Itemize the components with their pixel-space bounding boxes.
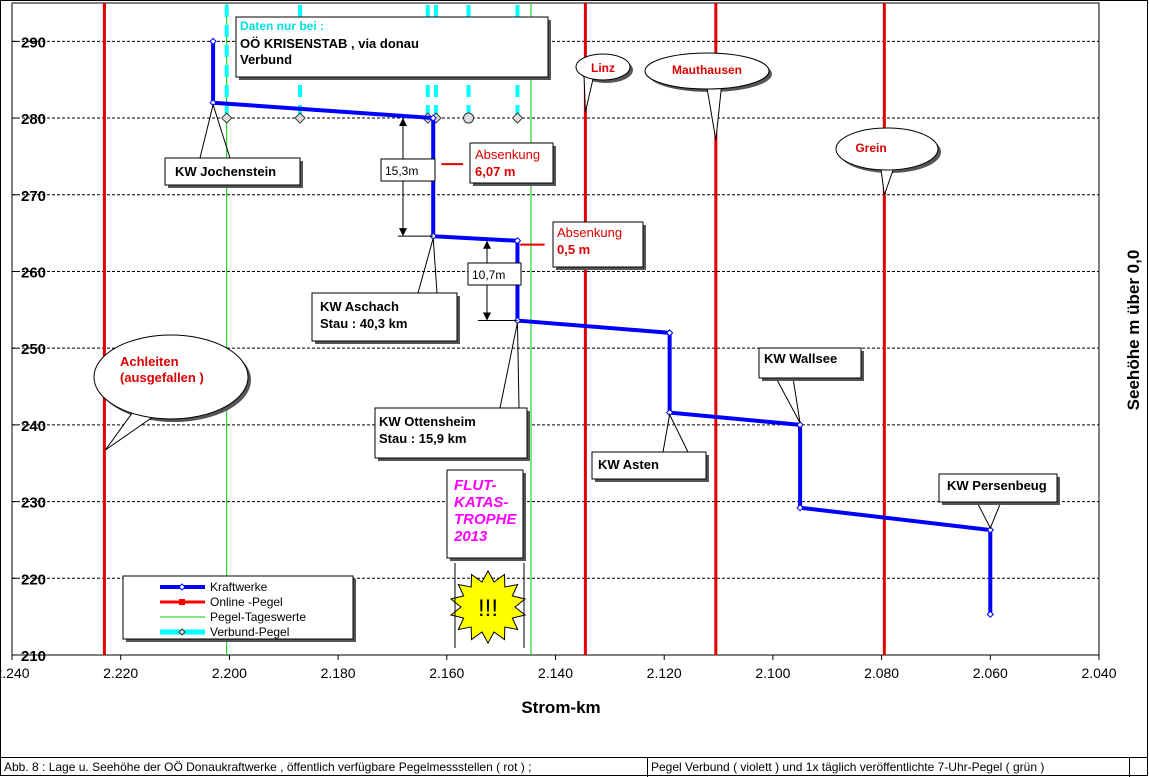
y-tick-label: 280 (21, 111, 46, 128)
verbund-pegel-point (463, 112, 475, 124)
kw-asten-label: KW Asten (598, 457, 659, 472)
y-tick-label: 250 (21, 341, 46, 358)
legend-marker (179, 599, 185, 605)
y-axis-label: Seehöhe m über 0,0 (1124, 250, 1143, 411)
kw-wallsee-box (758, 347, 862, 379)
verbund-pegel-point (220, 112, 233, 124)
x-tick-label: 2.180 (321, 665, 356, 681)
daten-box (235, 16, 549, 78)
kraftwerke-point (796, 421, 804, 429)
kraftwerke-point (209, 37, 217, 46)
absenkung-2-value: 0,5 m (557, 242, 590, 257)
kraftwerke-line (211, 41, 993, 615)
y-tick-label: 240 (21, 418, 46, 435)
diff-arrow-2-head-top (483, 240, 491, 249)
caption-divider-right (1129, 758, 1130, 777)
y-tick-label: 270 (21, 188, 46, 205)
kraftwerke-point (429, 114, 437, 122)
mauthausen-label: Mauthausen (672, 63, 742, 77)
linz-label: Linz (591, 61, 615, 75)
y-tick-label: 220 (21, 571, 46, 588)
kw-asten-box (591, 451, 707, 480)
kw-wallsee-label: KW Wallsee (764, 351, 837, 366)
diff-2-box (467, 262, 522, 286)
x-tick-label: 2.220 (103, 665, 138, 681)
legend-marker (178, 583, 186, 591)
kw-persenbeug-box-pointer (976, 501, 1002, 530)
diff-2-label: 10,7m (472, 268, 505, 282)
daten-line1: OÖ KRISENSTAB , via donau (240, 36, 419, 51)
y-tick-label: 210 (21, 648, 46, 665)
x-tick-label: 2.100 (755, 665, 790, 681)
chart-svg: 210 220 230 240 250 260 270 280 290 2.240 2.220 2.2… (0, 2, 1143, 717)
caption-right: Pegel Verbund ( violett ) und 1x täglich… (651, 760, 1045, 774)
kraftwerke-point (513, 237, 522, 245)
absenkung-2-label: Absenkung (557, 225, 622, 240)
kw-asten-box-pointer (662, 413, 689, 453)
diff-arrow-2-head-bottom (483, 312, 491, 321)
grein-bubble (835, 127, 939, 171)
figure-caption: Abb. 8 : Lage u. Seehöhe der OÖ Donaukra… (1, 757, 1148, 777)
x-axis-label: Strom-km (521, 698, 600, 717)
kw-aschach-box (311, 292, 458, 342)
diff-arrow-1-head-bottom (399, 228, 407, 237)
kw-ottensheim-box-pointer (499, 322, 520, 409)
x-tick-label: 2.120 (647, 665, 682, 681)
x-tick-label: 2.240 (0, 665, 30, 681)
x-tick-label: 2.060 (973, 665, 1008, 681)
kw-jochenstein-box (164, 157, 301, 186)
absenkung-1-box (469, 142, 554, 184)
absenkung-1-label: Absenkung (475, 147, 540, 162)
diff-1-box (380, 158, 436, 182)
caption-divider (647, 758, 648, 777)
kraftwerke-point (986, 526, 995, 534)
legend-label: Pegel-Tageswerte (210, 610, 306, 624)
linz-bubble (575, 53, 631, 81)
x-tick-label: 2.040 (1081, 665, 1116, 681)
kw-jochenstein-box-pointer (199, 102, 231, 159)
achleiten-label: Achleiten(ausgefallen ) (120, 354, 204, 385)
diff-arrow-1-head-top (399, 118, 407, 127)
kraftwerke-point (796, 504, 804, 512)
grein-label: Grein (855, 141, 886, 155)
kw-wallsee-box-pointer (775, 377, 801, 424)
x-tick-label: 2.080 (864, 665, 899, 681)
caption-left: Abb. 8 : Lage u. Seehöhe der OÖ Donaukra… (4, 760, 532, 774)
x-tick-label: 2.140 (538, 665, 573, 681)
legend-marker (178, 628, 186, 636)
legend-label: Kraftwerke (210, 580, 268, 594)
mauthausen-bubble (644, 52, 770, 90)
kw-persenbeug-label: KW Persenbeug (947, 478, 1047, 493)
absenkung-2-box (552, 221, 644, 268)
legend-label: Verbund-Pegel (210, 625, 289, 639)
kraftwerke-point (665, 329, 674, 337)
kw-aschach-box-pointer (417, 238, 438, 294)
y-tick-label: 260 (21, 264, 46, 281)
absenkung-1-value: 6,07 m (475, 164, 515, 179)
kw-jochenstein-label: KW Jochenstein (175, 164, 276, 179)
diff-1-label: 15,3m (385, 164, 418, 178)
legend-label: Online -Pegel (210, 595, 283, 609)
y-tick-label: 230 (21, 495, 46, 512)
alert-label: !!! (478, 595, 498, 622)
kw-persenbeug-box (938, 473, 1058, 503)
x-tick-label: 2.200 (212, 665, 247, 681)
verbund-pegel-point (511, 112, 524, 124)
verbund-pegel-point (294, 112, 306, 124)
plot-area (11, 2, 1100, 656)
achleiten-bubble (93, 334, 249, 420)
x-tick-label: 2.160 (429, 665, 464, 681)
kw-ottensheim-box (374, 407, 528, 459)
flut-box (446, 469, 524, 559)
y-tick-label: 290 (21, 34, 46, 51)
kraftwerke-point (986, 610, 995, 619)
alert-starburst (449, 569, 527, 645)
daten-line2: Verbund (240, 52, 292, 67)
daten-header: Daten nur bei : (240, 19, 324, 33)
